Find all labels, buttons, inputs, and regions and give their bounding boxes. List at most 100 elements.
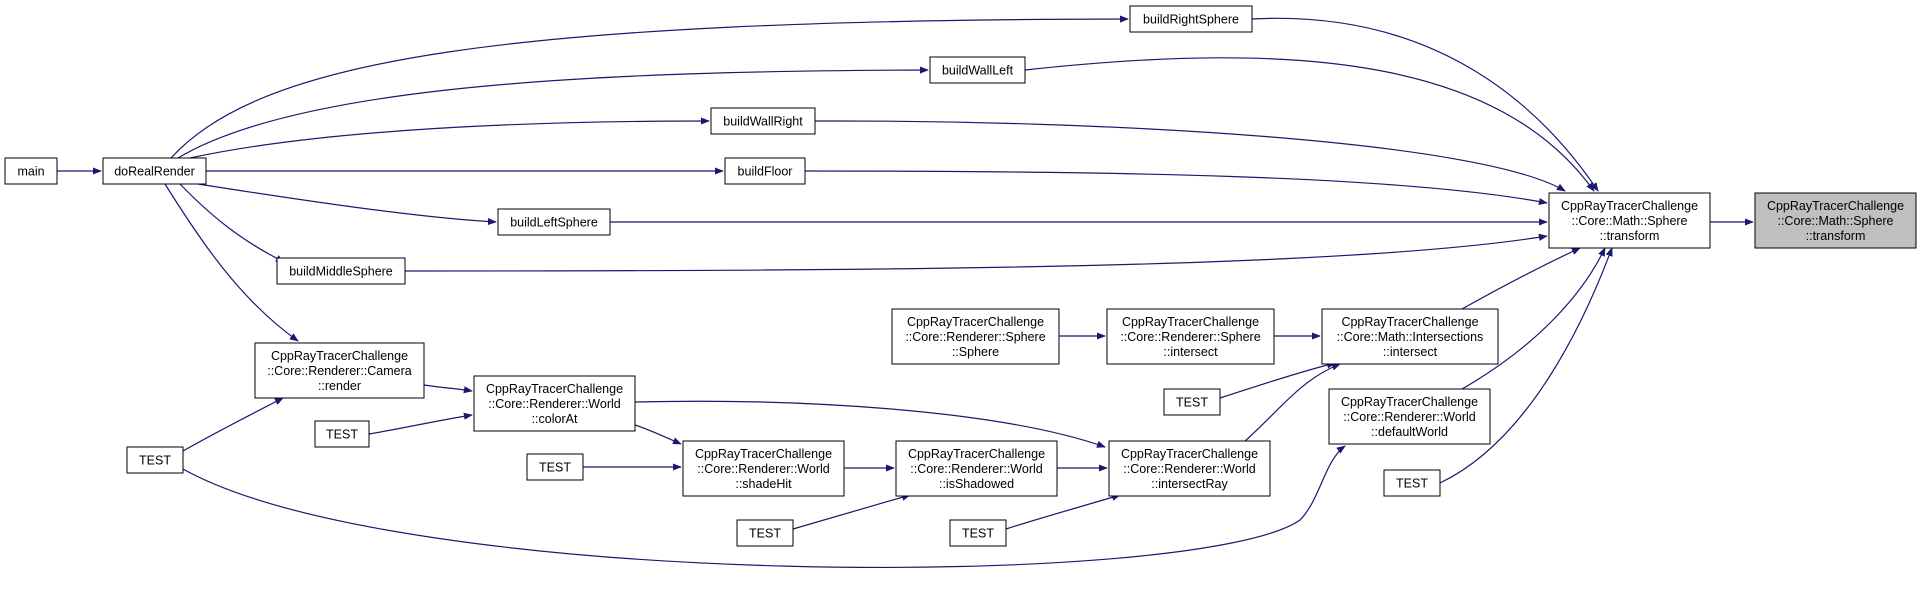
node-label-line: TEST [962, 527, 994, 541]
node-box [314, 420, 370, 448]
node-label-line: buildFloor [738, 165, 793, 179]
node-label-line: buildLeftSphere [510, 216, 598, 230]
node-test6[interactable]: TEST [1163, 388, 1221, 416]
node-box [710, 107, 816, 135]
node-main[interactable]: main [4, 157, 58, 185]
node-label-line: ::render [318, 379, 361, 393]
edge-buildWallRight-mathSphereTransform-line [814, 120, 1566, 192]
node-label-line: ::intersect [1163, 345, 1218, 359]
node-camera-render[interactable]: CppRayTracerChallenge::Core::Renderer::C… [254, 342, 425, 399]
node-world-default-world[interactable]: CppRayTracerChallenge::Core::Renderer::W… [1328, 388, 1491, 445]
edge-buildRightSphere-mathSphereTransform [1251, 17, 1599, 192]
node-label-line: ::Core::Renderer::World [488, 397, 621, 411]
node-label-line: ::Core::Renderer::Sphere [1120, 330, 1260, 344]
node-label-line: ::Core::Renderer::Sphere [905, 330, 1045, 344]
node-box [929, 56, 1026, 84]
node-label-line: TEST [1176, 396, 1208, 410]
node-label-line: ::Core::Renderer::World [697, 462, 830, 476]
node-box [895, 440, 1058, 497]
edge-doRealRender-cameraRender [164, 183, 299, 342]
edge-doRealRender-buildWallRight [189, 117, 710, 159]
node-test5[interactable]: TEST [949, 519, 1007, 547]
edge-doRealRender-buildWallRight-line [189, 117, 710, 159]
node-label-line: ::intersect [1383, 345, 1438, 359]
edge-test1-cameraRender [182, 397, 284, 452]
node-renderer-sphere-intersect[interactable]: CppRayTracerChallenge::Core::Renderer::S… [1106, 308, 1275, 365]
node-box [1754, 192, 1917, 249]
node-test4[interactable]: TEST [736, 519, 794, 547]
node-label-line: ::Core::Renderer::Camera [267, 364, 412, 378]
node-label-line: ::Core::Math::Sphere [1571, 214, 1687, 228]
node-box [1106, 308, 1275, 365]
edge-doRealRender-buildWallLeft-line [177, 66, 929, 159]
node-build-right-sphere[interactable]: buildRightSphere [1129, 5, 1253, 33]
edge-buildMiddleSphere-mathSphereTransform-line [404, 233, 1548, 272]
edge-doRealRender-buildLeftSphere-line [197, 183, 497, 226]
node-build-wall-left[interactable]: buildWallLeft [929, 56, 1026, 84]
edge-intersectionsIntersect-mathSphereTransform [1461, 247, 1581, 310]
nodes-layer: main doRealRender buildRightSphere buildWal… [4, 5, 1917, 547]
node-label-line: TEST [749, 527, 781, 541]
edge-doRealRender-buildLeftSphere [197, 183, 497, 226]
node-do-real-render[interactable]: doRealRender [102, 157, 207, 185]
node-test3[interactable]: TEST [526, 453, 584, 481]
node-label-line: ::intersectRay [1151, 477, 1228, 491]
edge-buildFloor-mathSphereTransform [804, 170, 1548, 206]
node-renderer-sphere-ctor[interactable]: CppRayTracerChallenge::Core::Renderer::S… [891, 308, 1060, 365]
node-box [736, 519, 794, 547]
node-label-line: TEST [326, 428, 358, 442]
node-box [1321, 308, 1499, 365]
node-build-middle-sphere[interactable]: buildMiddleSphere [276, 257, 406, 285]
edge-intersectionsIntersect-mathSphereTransform-line [1461, 247, 1581, 310]
edge-worldColorAt-worldIntersectRay-line [634, 400, 1106, 448]
edge-buildWallLeft-mathSphereTransform-line [1024, 57, 1595, 192]
node-label-line: ::Core::Renderer::World [1343, 410, 1476, 424]
node-label-line: CppRayTracerChallenge [908, 447, 1045, 461]
node-box [1548, 192, 1711, 249]
node-label-line: CppRayTracerChallenge [1561, 199, 1698, 213]
edge-doRealRender-buildWallLeft [177, 66, 929, 159]
edge-worldColorAt-worldIntersectRay [634, 400, 1106, 448]
node-world-shade-hit[interactable]: CppRayTracerChallenge::Core::Renderer::W… [682, 440, 845, 497]
edge-cameraRender-worldColorAt [423, 384, 473, 394]
edge-cameraRender-worldColorAt-line [423, 384, 473, 394]
edge-worldIntersectRay-intersectionsIntersect-line [1244, 363, 1341, 442]
node-build-wall-right[interactable]: buildWallRight [710, 107, 816, 135]
node-test7[interactable]: TEST [1383, 469, 1441, 497]
node-box [497, 208, 611, 236]
edge-worldDefaultWorld-mathSphereTransform [1461, 247, 1606, 390]
edge-buildFloor-mathSphereTransform-line [804, 170, 1548, 206]
edge-worldDefaultWorld-mathSphereTransform-line [1461, 247, 1606, 390]
edge-test2-worldColorAt [368, 412, 473, 435]
edge-doRealRender-cameraRender-line [164, 183, 299, 342]
node-build-floor[interactable]: buildFloor [724, 157, 806, 185]
node-build-left-sphere[interactable]: buildLeftSphere [497, 208, 611, 236]
node-test1[interactable]: TEST [126, 446, 184, 474]
node-label-line: buildWallLeft [942, 64, 1014, 78]
node-target-transform[interactable]: CppRayTracerChallenge::Core::Math::Spher… [1754, 192, 1917, 249]
node-label-line: CppRayTracerChallenge [907, 315, 1044, 329]
node-label-line: buildWallRight [723, 115, 803, 129]
node-label-line: ::isShadowed [939, 477, 1014, 491]
node-box [473, 375, 636, 432]
node-label-line: buildMiddleSphere [289, 265, 393, 279]
node-label-line: ::shadeHit [735, 477, 792, 491]
edge-test2-worldColorAt-line [368, 412, 473, 435]
node-label-line: CppRayTracerChallenge [486, 382, 623, 396]
edge-test5-worldIntersectRay-line [1005, 493, 1121, 530]
node-world-color-at[interactable]: CppRayTracerChallenge::Core::Renderer::W… [473, 375, 636, 432]
node-intersections-intersect[interactable]: CppRayTracerChallenge::Core::Math::Inter… [1321, 308, 1499, 365]
node-math-sphere-transform[interactable]: CppRayTracerChallenge::Core::Math::Spher… [1548, 192, 1711, 249]
node-label-line: CppRayTracerChallenge [271, 349, 408, 363]
edge-test5-worldIntersectRay [1005, 493, 1121, 530]
node-world-intersect-ray[interactable]: CppRayTracerChallenge::Core::Renderer::W… [1108, 440, 1271, 497]
node-test2[interactable]: TEST [314, 420, 370, 448]
edges-layer [57, 15, 1754, 569]
edge-test6-intersectionsIntersect-line [1219, 361, 1336, 399]
node-world-is-shadowed[interactable]: CppRayTracerChallenge::Core::Renderer::W… [895, 440, 1058, 497]
edge-doRealRender-buildRightSphere [170, 15, 1129, 159]
edge-buildMiddleSphere-mathSphereTransform [404, 233, 1548, 272]
node-label-line: ::defaultWorld [1371, 425, 1448, 439]
node-label-line: CppRayTracerChallenge [1122, 315, 1259, 329]
